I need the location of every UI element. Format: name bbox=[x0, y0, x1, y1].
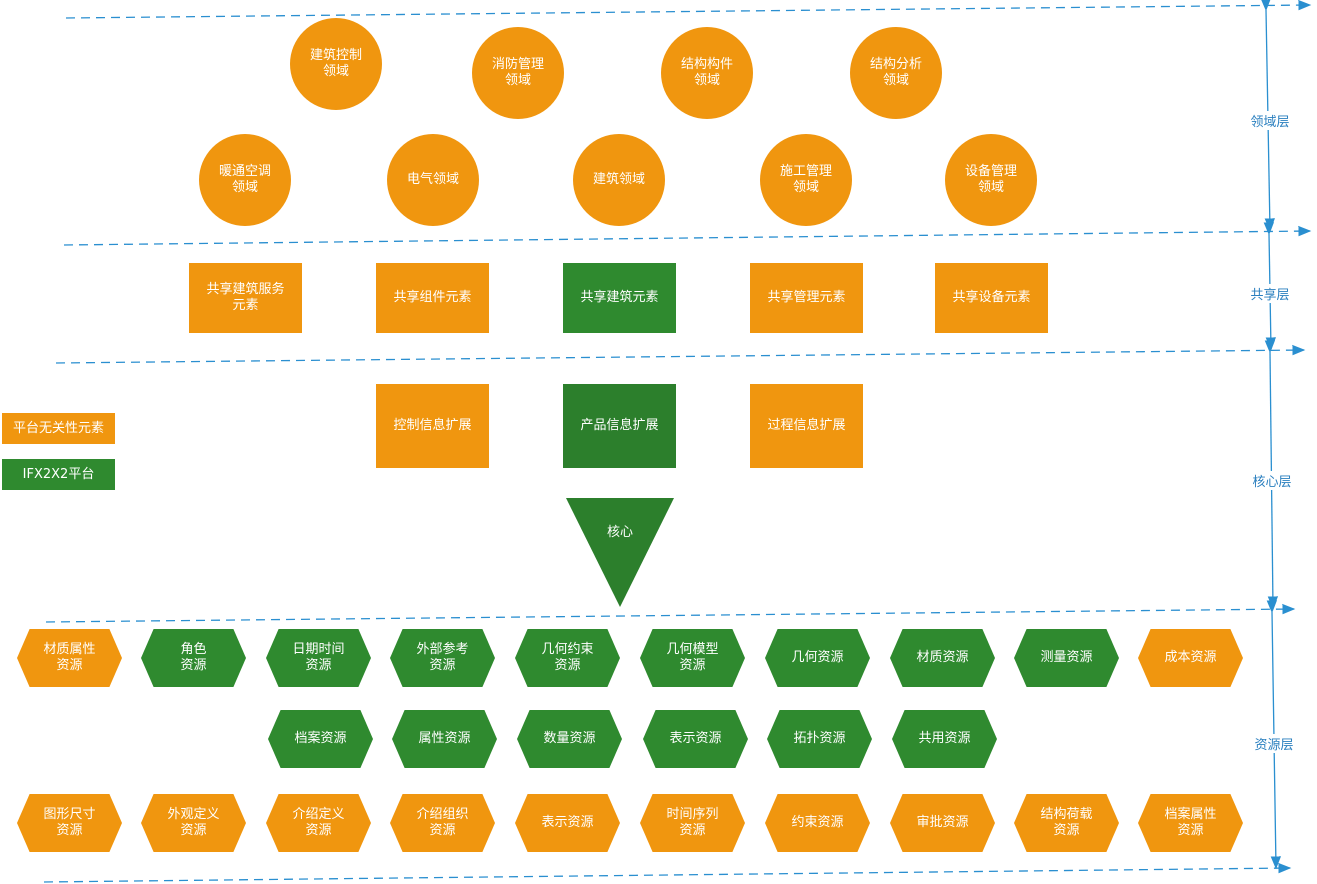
resource-hexagon: 审批资源 bbox=[890, 794, 995, 852]
legend-green: IFX2X2平台 bbox=[2, 459, 115, 490]
domain-circle: 建筑领域 bbox=[573, 134, 665, 226]
separator-domain-shared bbox=[63, 225, 1312, 246]
core-label: 核心 bbox=[606, 525, 633, 540]
resource-hexagon: 角色 资源 bbox=[141, 629, 246, 687]
domain-circle: 消防管理 领域 bbox=[472, 27, 564, 119]
domain-circle: 设备管理 领域 bbox=[945, 134, 1037, 226]
resource-hexagon: 成本资源 bbox=[1138, 629, 1243, 687]
resource-hexagon: 结构荷载 资源 bbox=[1014, 794, 1119, 852]
resource-hexagon: 外部参考 资源 bbox=[390, 629, 495, 687]
resource-hexagon: 属性资源 bbox=[392, 710, 497, 768]
resource-layer-label: 资源层 bbox=[1244, 734, 1304, 753]
resource-hexagon: 拓扑资源 bbox=[767, 710, 872, 768]
shared-element-box: 共享设备元素 bbox=[935, 263, 1048, 333]
legend-orange: 平台无关性元素 bbox=[2, 413, 115, 444]
resource-hexagon: 介绍定义 资源 bbox=[266, 794, 371, 852]
domain-circle: 电气领域 bbox=[387, 134, 479, 226]
resource-hexagon: 档案属性 资源 bbox=[1138, 794, 1243, 852]
resource-hexagon: 表示资源 bbox=[643, 710, 748, 768]
domain-circle: 结构分析 领域 bbox=[850, 27, 942, 119]
resource-hexagon: 材质资源 bbox=[890, 629, 995, 687]
separator-shared-core bbox=[55, 344, 1306, 364]
shared-element-box: 共享建筑元素 bbox=[563, 263, 676, 333]
shared-element-box: 共享建筑服务 元素 bbox=[189, 263, 302, 333]
domain-layer-label: 领域层 bbox=[1240, 111, 1300, 130]
resource-hexagon: 材质属性 资源 bbox=[17, 629, 122, 687]
separator-bottom bbox=[43, 862, 1292, 883]
domain-circle: 暖通空调 领域 bbox=[199, 134, 291, 226]
separator-top bbox=[65, 0, 1312, 19]
resource-hexagon: 共用资源 bbox=[892, 710, 997, 768]
resource-hexagon: 几何约束 资源 bbox=[515, 629, 620, 687]
resource-hexagon: 几何模型 资源 bbox=[640, 629, 745, 687]
resource-hexagon: 数量资源 bbox=[517, 710, 622, 768]
resource-hexagon: 几何资源 bbox=[765, 629, 870, 687]
shared-layer-label: 共享层 bbox=[1240, 284, 1300, 303]
core-extension-box: 过程信息扩展 bbox=[750, 384, 863, 468]
resource-hexagon: 表示资源 bbox=[515, 794, 620, 852]
resource-hexagon: 测量资源 bbox=[1014, 629, 1119, 687]
domain-circle: 建筑控制 领域 bbox=[290, 18, 382, 110]
resource-hexagon: 日期时间 资源 bbox=[266, 629, 371, 687]
resource-hexagon: 介绍组织 资源 bbox=[390, 794, 495, 852]
separator-core-resource bbox=[45, 603, 1296, 623]
resource-hexagon: 约束资源 bbox=[765, 794, 870, 852]
shared-element-box: 共享管理元素 bbox=[750, 263, 863, 333]
shared-element-box: 共享组件元素 bbox=[376, 263, 489, 333]
domain-circle: 结构构件 领域 bbox=[661, 27, 753, 119]
core-extension-box: 产品信息扩展 bbox=[563, 384, 676, 468]
resource-hexagon: 图形尺寸 资源 bbox=[17, 794, 122, 852]
resource-hexagon: 外观定义 资源 bbox=[141, 794, 246, 852]
core-layer-label: 核心层 bbox=[1242, 471, 1302, 490]
core-extension-box: 控制信息扩展 bbox=[376, 384, 489, 468]
resource-hexagon: 档案资源 bbox=[268, 710, 373, 768]
domain-circle: 施工管理 领域 bbox=[760, 134, 852, 226]
resource-hexagon: 时间序列 资源 bbox=[640, 794, 745, 852]
